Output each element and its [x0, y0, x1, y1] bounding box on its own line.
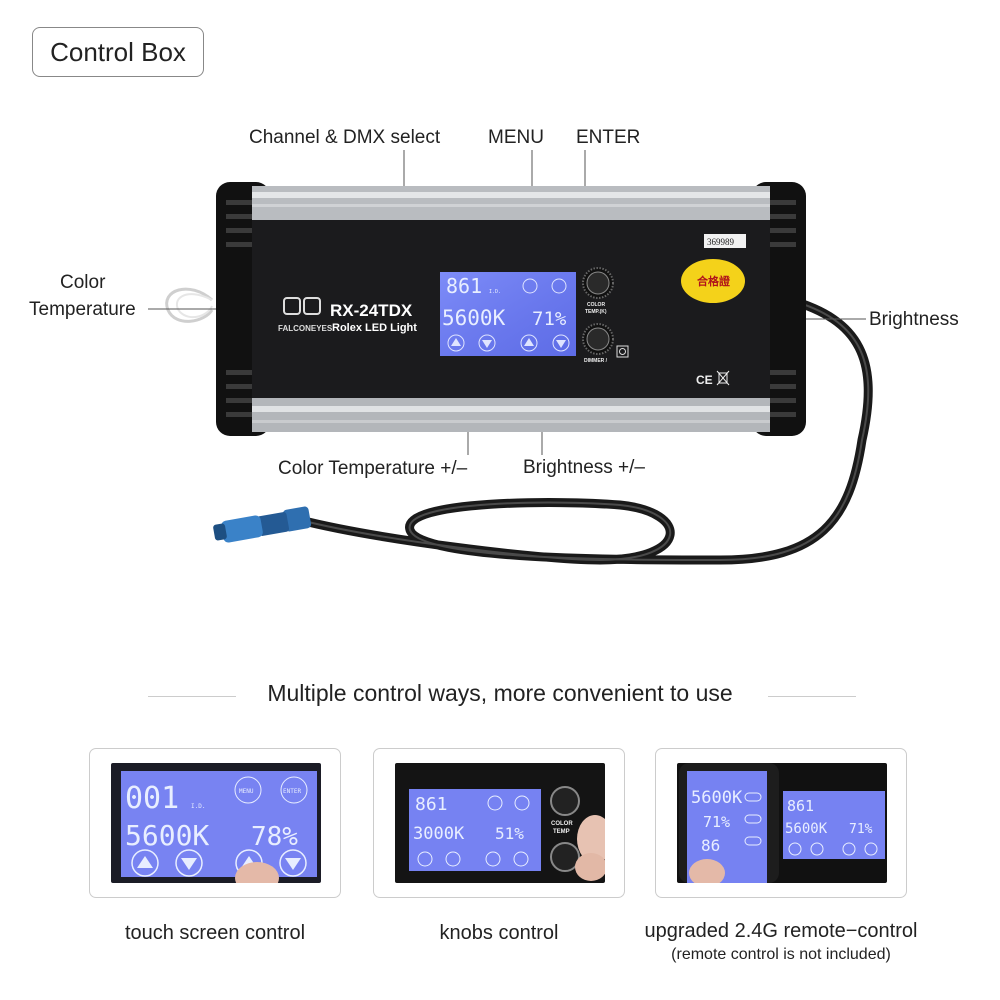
knobs-photo: 861 3000K 51% COLOR TEMP	[395, 763, 605, 883]
remote-brightness: 71%	[703, 813, 730, 831]
card1-lcd-channel: 001	[125, 781, 179, 816]
control-panel: FALCONEYES RX-24TDX Rolex LED Light 861 …	[278, 234, 746, 387]
card2-lcd-channel: 861	[415, 794, 448, 815]
card-remote: 5600K 71% 86 861 5600K 71%	[655, 748, 907, 898]
touch-screen-photo: 001 I.D. MENU ENTER 5600K 78%	[111, 763, 321, 883]
ce-mark: CE	[696, 373, 713, 387]
card-touch-screen: 001 I.D. MENU ENTER 5600K 78%	[89, 748, 341, 898]
card1-lcd-cct: 5600K	[125, 819, 209, 852]
card2-knob-label-2: TEMP	[553, 829, 570, 835]
brand-logo	[283, 297, 321, 315]
callout-color-temp-line2: Temperature	[29, 299, 136, 320]
card2-lcd-cct: 3000K	[413, 824, 465, 844]
color-temp-knob[interactable]	[582, 267, 614, 299]
certificate-text: 合格證	[697, 274, 731, 288]
serial-label	[704, 234, 746, 248]
callout-color-temp-adjust: Color Temperature +/–	[278, 458, 468, 479]
card1-lcd-brightness: 78%	[251, 822, 298, 852]
lcd-cct: 5600K	[442, 306, 506, 330]
knob-dimmer-label: DIMMER /	[584, 358, 608, 364]
callout-channel-dmx: Channel & DMX select	[249, 127, 441, 148]
callout-color-temp-line1: Color	[60, 272, 106, 293]
caption-touch-screen: touch screen control	[124, 922, 306, 944]
knob-color-label: COLOR	[587, 302, 605, 308]
lcd-brightness-down-button[interactable]	[520, 334, 538, 352]
card3-lcd-cct: 5600K	[785, 821, 828, 837]
lcd-cct-down-button[interactable]	[447, 334, 465, 352]
lcd-brightness: 71%	[532, 308, 567, 330]
finger-icon	[235, 862, 279, 883]
brand-name: FALCONEYES	[278, 324, 333, 333]
card2-color-knob[interactable]	[550, 786, 580, 816]
page-title: Control Box	[32, 27, 204, 77]
finger-icon	[577, 815, 605, 863]
dimmer-knob[interactable]	[582, 323, 614, 355]
finger-icon	[689, 859, 725, 883]
model-name: RX-24TDX	[330, 301, 413, 320]
callout-brightness-adjust: Brightness +/–	[523, 457, 645, 478]
card1-arrow-up-button[interactable]	[131, 849, 159, 877]
card1-lcd-suffix: I.D.	[191, 803, 205, 810]
weee-bin-icon	[716, 370, 730, 386]
cable-connector	[213, 506, 312, 543]
serial-number: 369989	[707, 237, 735, 247]
control-box	[216, 182, 806, 436]
card1-arrow-down-button-2[interactable]	[279, 849, 307, 877]
lcd-brightness-up-button[interactable]	[552, 334, 570, 352]
caption-knobs: knobs control	[439, 922, 559, 944]
card1-menu-button[interactable]: MENU	[239, 788, 254, 795]
card1-arrow-down-button[interactable]	[175, 849, 203, 877]
remote-cct: 5600K	[691, 788, 743, 808]
card2-knob-label-1: COLOR	[551, 821, 573, 827]
lcd-menu-button[interactable]	[522, 278, 538, 294]
certificate-sticker	[681, 259, 745, 303]
remote-channel: 86	[701, 836, 720, 855]
section-title: Multiple control ways, more convenient t…	[267, 680, 733, 706]
card2-dimmer-knob[interactable]	[550, 842, 580, 872]
callout-menu: MENU	[488, 127, 544, 148]
lcd-channel: 861	[446, 274, 482, 298]
card-knobs: 861 3000K 51% COLOR TEMP	[373, 748, 625, 898]
caption-remote: upgraded 2.4G remote−control	[644, 920, 918, 942]
card2-lcd-brightness: 51%	[495, 824, 524, 843]
card3-lcd-brightness: 71%	[849, 822, 873, 837]
lcd-enter-button[interactable]	[551, 278, 567, 294]
card1-enter-button[interactable]: ENTER	[283, 788, 301, 795]
callout-enter: ENTER	[576, 127, 641, 148]
caption-remote-note: (remote control is not included)	[671, 946, 891, 963]
card3-lcd-channel: 861	[787, 797, 814, 815]
lcd-channel-suffix: I.D.	[489, 289, 501, 295]
power-icon	[616, 345, 629, 358]
antenna-wire	[165, 287, 214, 323]
callout-brightness: Brightness	[869, 309, 959, 330]
lcd-cct-up-button[interactable]	[478, 334, 496, 352]
divider-right	[768, 696, 856, 697]
divider-left	[148, 696, 236, 697]
knob-temp-label: TEMP.(K)	[585, 309, 607, 315]
product-line: Rolex LED Light	[332, 322, 417, 334]
remote-photo: 5600K 71% 86 861 5600K 71%	[677, 763, 887, 883]
